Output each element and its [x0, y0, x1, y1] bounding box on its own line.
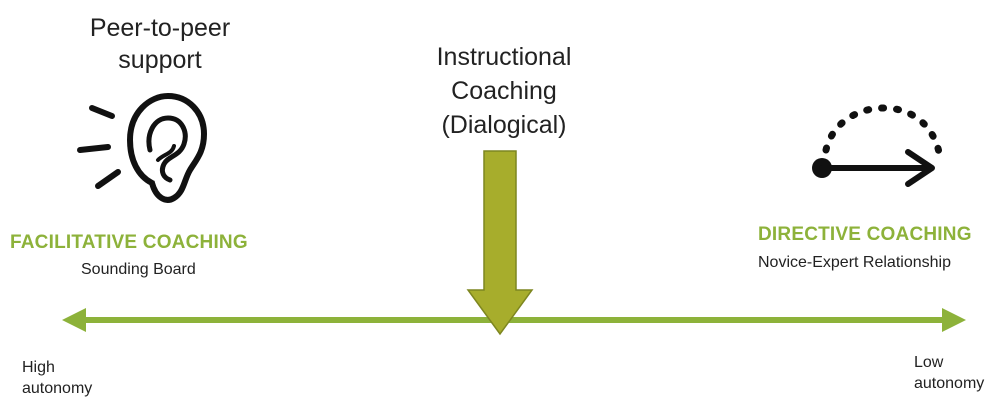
high-autonomy-label: High autonomy: [22, 357, 92, 399]
directive-arrow-icon: [812, 104, 944, 187]
instructional-line3: (Dialogical): [441, 111, 567, 139]
low-autonomy-line1: Low: [914, 354, 944, 371]
high-autonomy-line2: autonomy: [22, 380, 93, 397]
facilitative-coaching-heading: FACILITATIVE COACHING: [10, 232, 248, 253]
instructional-pointer-arrow: [466, 150, 534, 336]
directive-coaching-heading: DIRECTIVE COACHING: [758, 224, 972, 245]
continuum-axis: [62, 308, 966, 332]
peer-support-label: Peer-to-peer support: [60, 12, 260, 76]
peer-support-line2: support: [118, 46, 202, 74]
listening-ear-icon: [77, 92, 208, 203]
low-autonomy-line2: autonomy: [914, 375, 985, 392]
directive-coaching-subtitle: Novice-Expert Relationship: [758, 254, 951, 271]
axis-left-arrowhead: [62, 308, 86, 332]
instructional-line2: Coaching: [451, 77, 557, 105]
axis-right-arrowhead: [942, 308, 966, 332]
peer-support-line1: Peer-to-peer: [89, 14, 231, 42]
low-autonomy-label: Low autonomy: [914, 352, 984, 394]
instructional-line1: Instructional: [436, 43, 572, 71]
facilitative-coaching-subtitle: Sounding Board: [81, 261, 196, 278]
instructional-coaching-label: Instructional Coaching (Dialogical): [404, 40, 604, 142]
high-autonomy-line1: High: [22, 359, 55, 376]
